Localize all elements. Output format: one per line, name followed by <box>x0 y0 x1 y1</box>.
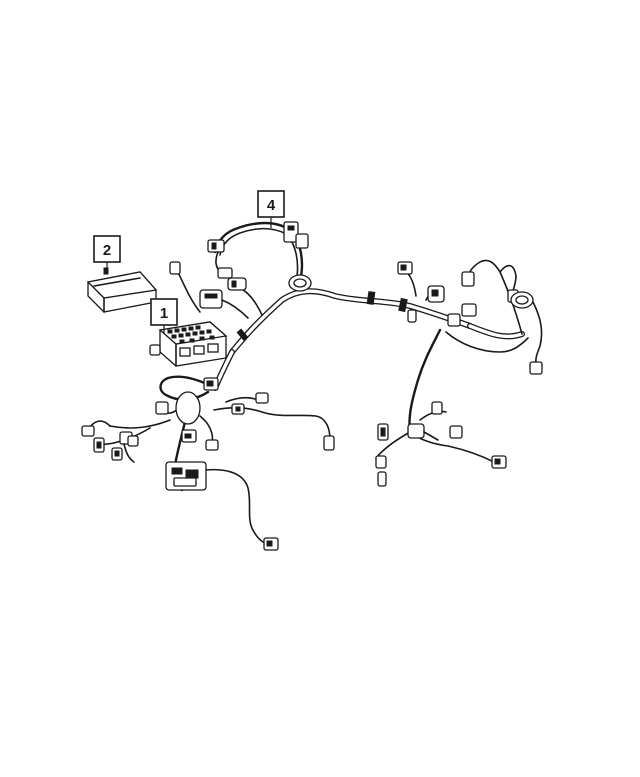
callout-2: 2 <box>93 235 121 272</box>
callout-4: 4 <box>257 190 285 228</box>
upper-left-connectors <box>169 261 249 319</box>
fuse-block <box>149 321 228 367</box>
callout-2-label: 2 <box>103 242 111 259</box>
callout-1: 1 <box>150 298 178 334</box>
right-side-harness <box>375 259 543 487</box>
callout-4-label: 4 <box>267 197 276 214</box>
lower-left-harness <box>81 375 335 551</box>
fuse-slots <box>167 325 215 344</box>
upper-harness-loop <box>207 221 312 316</box>
fuse-block-cover <box>86 267 158 313</box>
callout-1-label: 1 <box>160 305 168 322</box>
